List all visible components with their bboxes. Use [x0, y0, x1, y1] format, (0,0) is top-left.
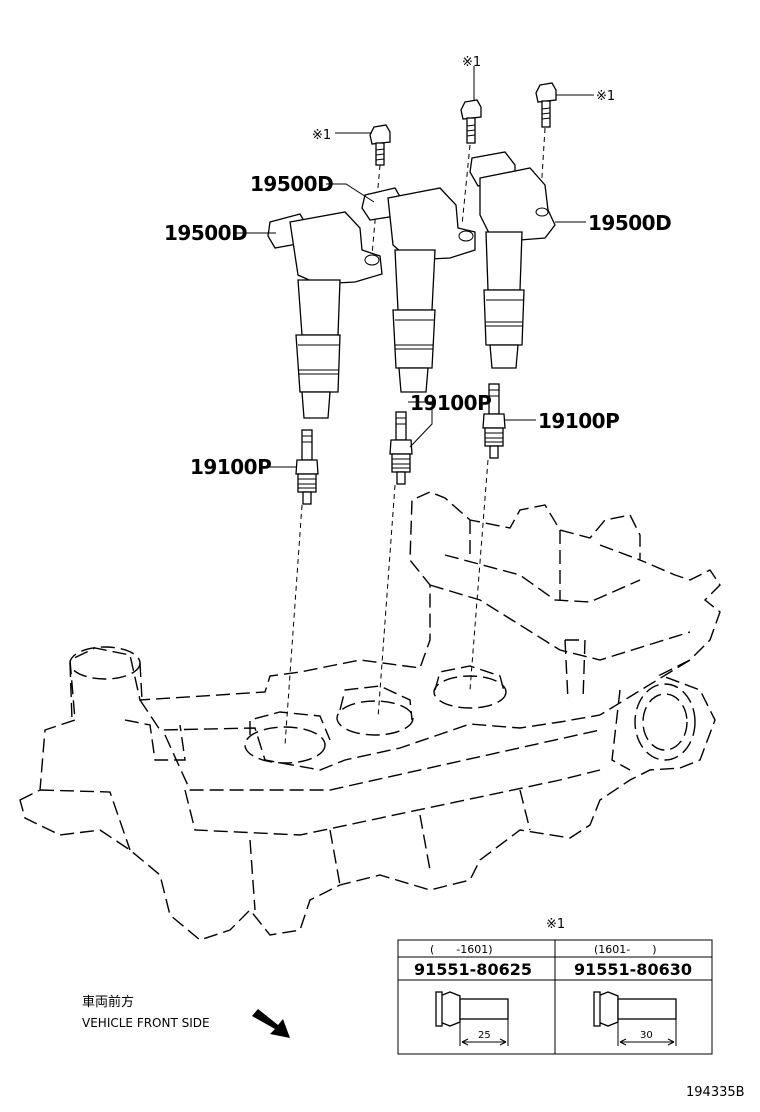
table-col1-range: ( -1601) — [430, 943, 493, 956]
table-col2-part: 91551-80630 — [574, 960, 692, 979]
label-plug-left: 19100P — [190, 455, 271, 479]
bolt-mark-mid: ※1 — [462, 55, 481, 70]
cylinder-head-outline — [19, 491, 721, 941]
table-col1-dim: 25 — [478, 1030, 491, 1041]
front-arrow-icon — [252, 1009, 290, 1038]
table-col2-range: (1601- ) — [594, 943, 657, 956]
ignition-coil-right — [469, 151, 556, 369]
label-coil-right: 19500D — [588, 211, 671, 235]
assembly-axis-lines — [284, 127, 546, 746]
bolt-mark-right: ※1 — [596, 89, 615, 104]
bolt-mid — [460, 99, 482, 144]
label-plug-mid: 19100P — [410, 391, 491, 415]
bolt-drawing-short — [435, 991, 509, 1046]
front-label-en: VEHICLE FRONT SIDE — [82, 1016, 210, 1030]
spark-plug-right — [482, 383, 506, 459]
label-coil-mid: 19500D — [250, 172, 333, 196]
ignition-coil-mid — [361, 187, 476, 393]
figure-id: 194335B — [686, 1085, 745, 1100]
label-plug-right: 19100P — [538, 409, 619, 433]
spark-plug-left — [295, 429, 319, 505]
bolt-mark-left: ※1 — [312, 128, 331, 143]
front-label-jp: 車両前方 — [82, 994, 134, 1010]
table-col2-dim: 30 — [640, 1030, 653, 1041]
label-coil-left: 19500D — [164, 221, 247, 245]
spark-plug-mid — [389, 411, 413, 485]
table-mark: ※1 — [546, 917, 565, 932]
leader-lines — [236, 66, 594, 468]
bolt-spec-table: ※1 ( -1601) (1601- ) 91551-80625 91551-8… — [397, 917, 713, 1055]
table-col1-part: 91551-80625 — [414, 960, 532, 979]
bolt-right — [535, 82, 557, 128]
ignition-coil-left — [267, 211, 383, 419]
vehicle-front-indicator: 車両前方 VEHICLE FRONT SIDE — [82, 994, 290, 1038]
bolt-drawing-long — [593, 991, 677, 1046]
bolt-left — [369, 124, 391, 166]
